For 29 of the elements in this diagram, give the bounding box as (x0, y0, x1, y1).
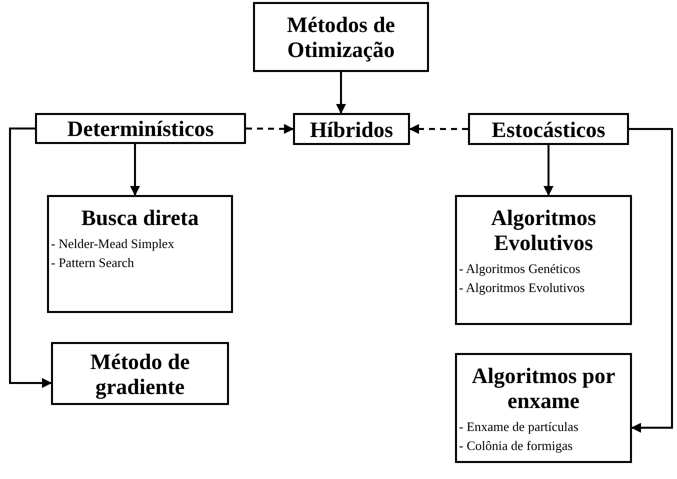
box-title: Algoritmos por enxame (470, 363, 616, 413)
list-item: - Enxame de partículas (458, 418, 578, 436)
arrow (336, 72, 346, 114)
process-box (293, 113, 410, 145)
arrow (409, 124, 468, 134)
list-item: - Nelder-Mead Simplex (50, 235, 174, 253)
category-box (47, 195, 233, 313)
category-box (455, 353, 632, 463)
process-box (468, 113, 629, 145)
box-title: Estocásticos (492, 116, 606, 142)
box-title: Híbridos (310, 116, 394, 142)
box-title: Algoritmos Evolutivos (490, 205, 598, 255)
box-title: Determinísticos (67, 116, 214, 141)
list-item: - Colônia de formigas (458, 437, 573, 455)
arrow (629, 128, 673, 433)
list-item: - Pattern Search (50, 254, 134, 272)
process-box (35, 113, 246, 144)
box-title: Métodos de Otimização (286, 12, 396, 62)
arrow (130, 144, 140, 196)
list-item: - Algoritmos Genéticos (458, 260, 580, 278)
list-item: - Algoritmos Evolutivos (458, 279, 585, 297)
category-box (455, 195, 632, 325)
box-title: Busca direta (81, 205, 199, 230)
box-title: Método de gradiente (89, 348, 191, 398)
process-box (253, 2, 429, 72)
arrow (544, 145, 554, 196)
arrow (9, 128, 52, 388)
arrow (246, 124, 294, 134)
process-box (51, 342, 229, 405)
